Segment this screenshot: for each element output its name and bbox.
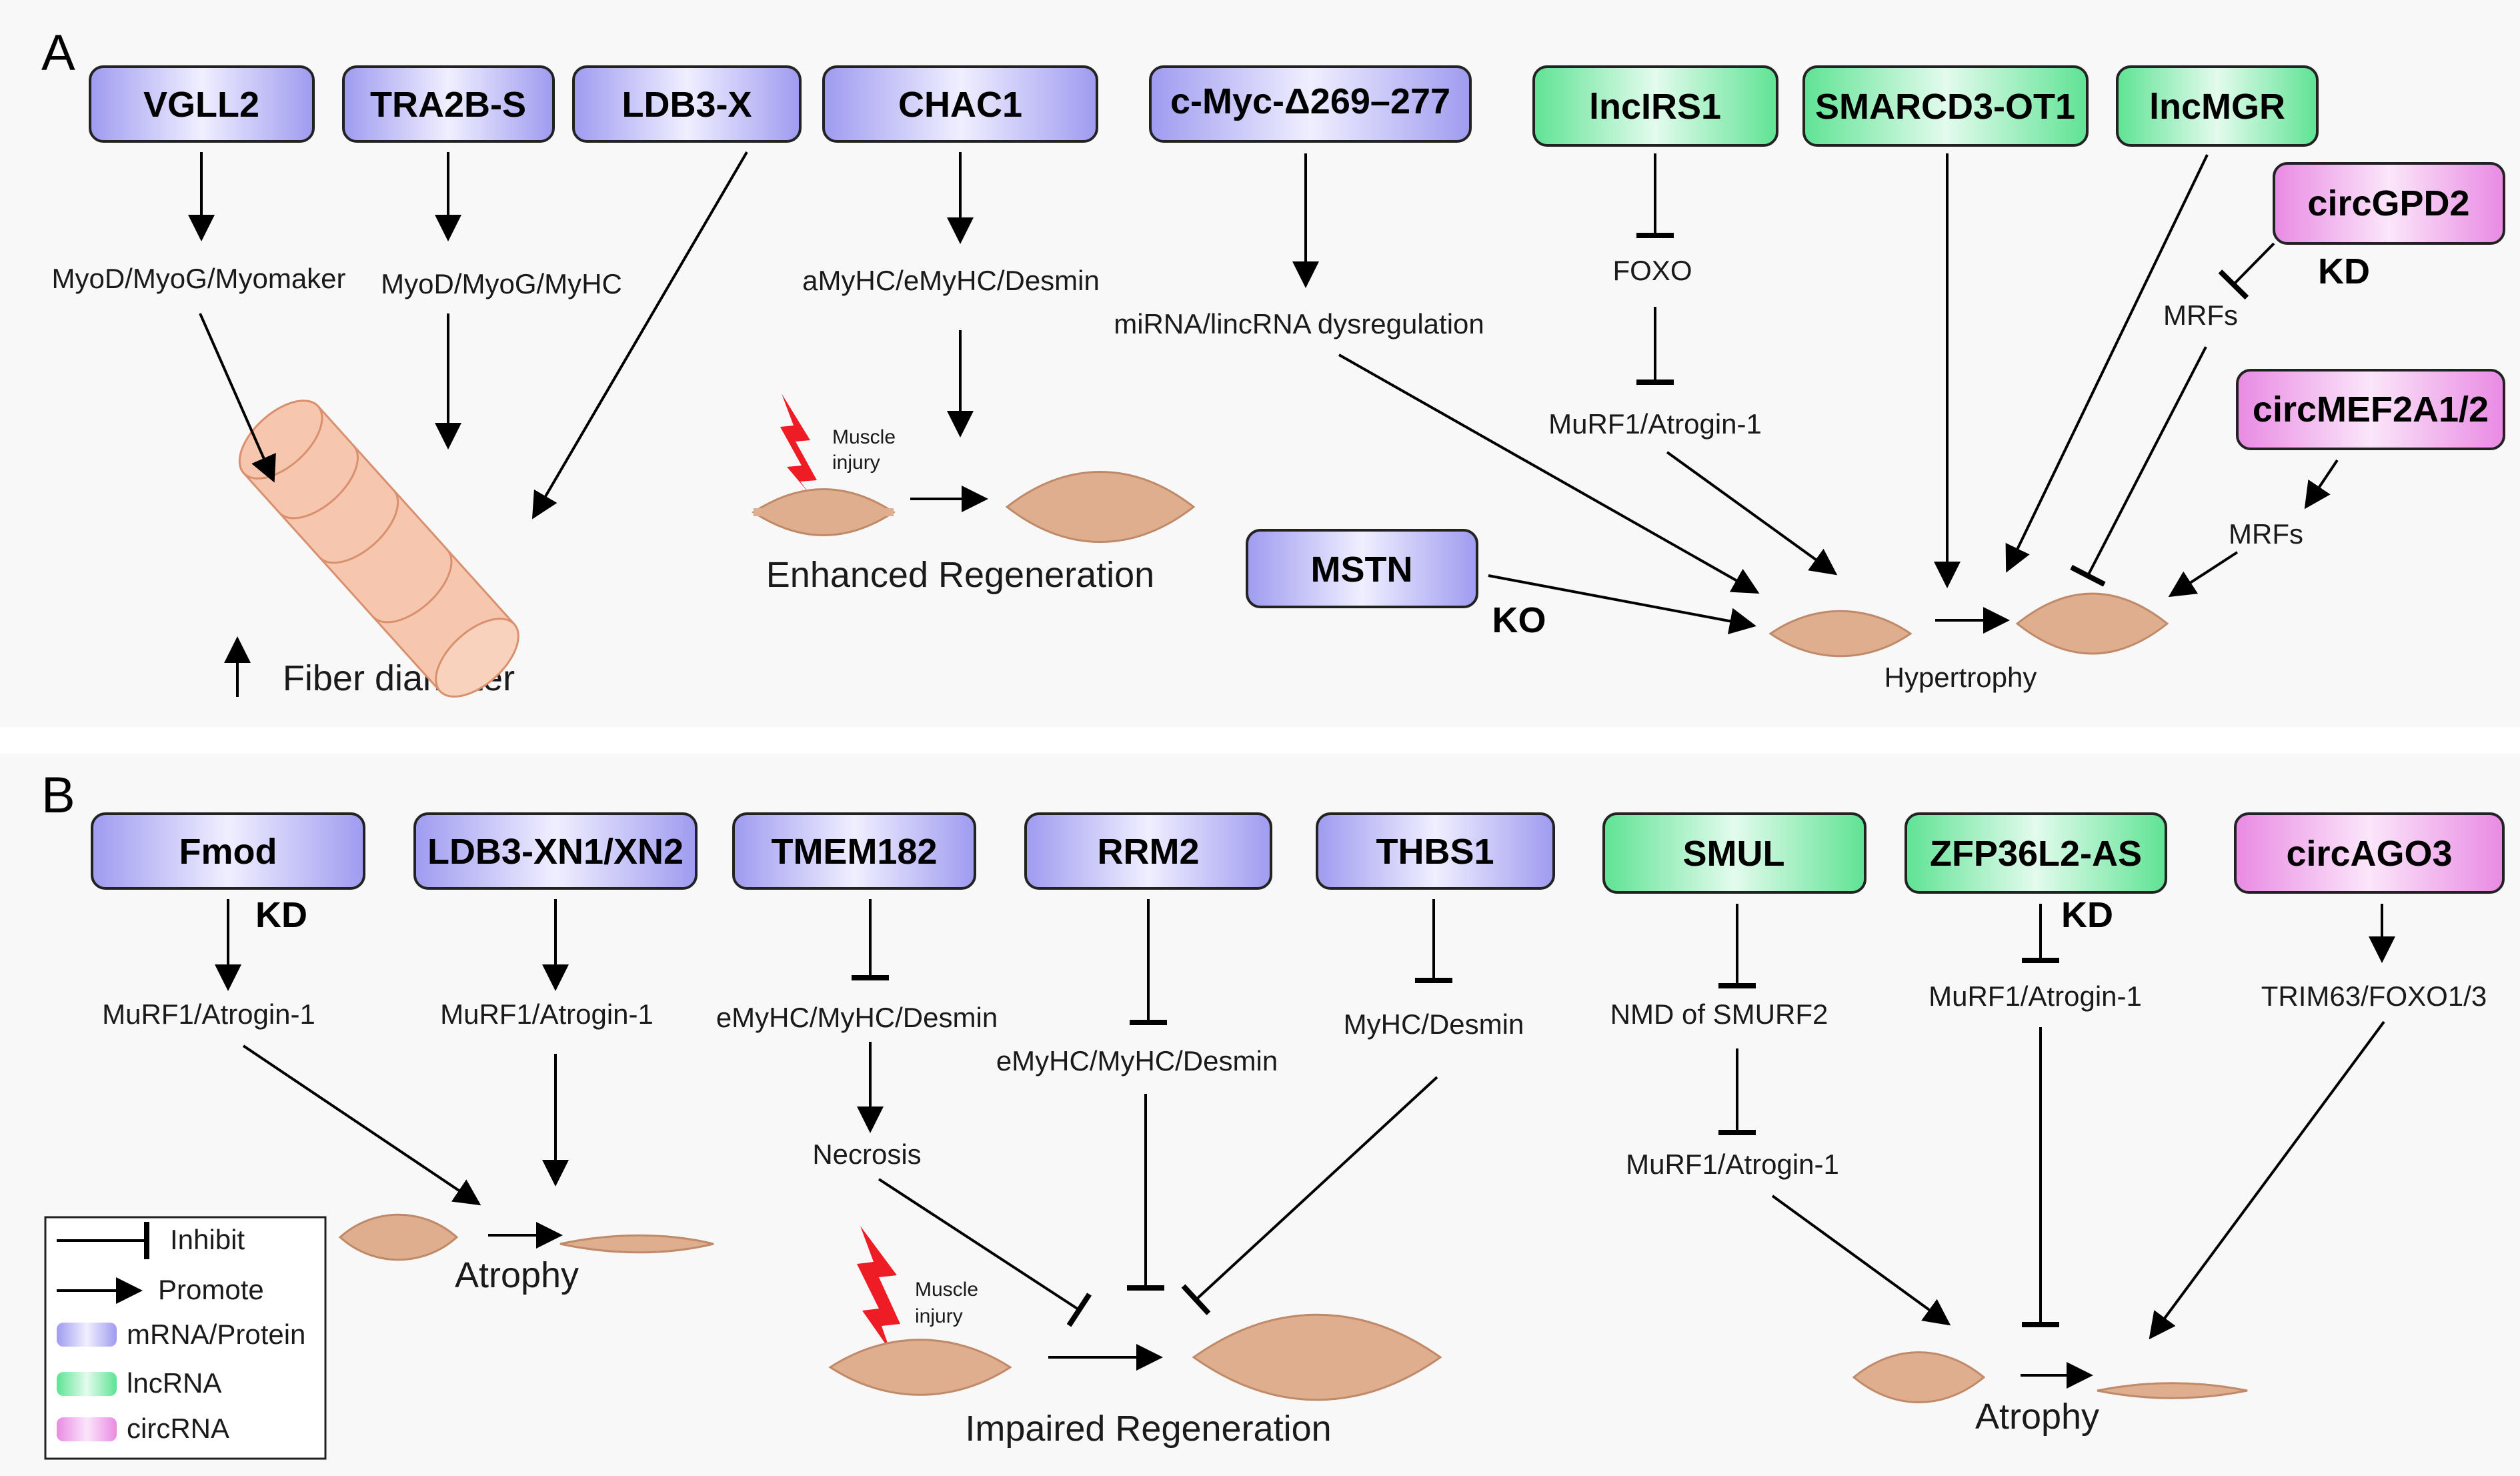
label-kd-fmod: KD: [255, 895, 307, 935]
label-nmd: NMD of SMURF2: [1610, 998, 1828, 1030]
node-tmem182: TMEM182: [732, 812, 976, 890]
label-emyhc-tmem: eMyHC/MyHC/Desmin: [716, 1002, 998, 1033]
svg-text:TMEM182: TMEM182: [771, 832, 937, 872]
label-mirna: miRNA/lincRNA dysregulation: [1114, 308, 1484, 339]
node-rrm2: RRM2: [1024, 812, 1272, 890]
node-circmef2a: circMEF2A1/2: [2236, 369, 2505, 450]
label-murf1-a: MuRF1/Atrogin-1: [1548, 408, 1762, 440]
node-smul: SMUL: [1602, 812, 1866, 894]
label-kd-circgpd2: KD: [2318, 251, 2370, 291]
svg-text:THBS1: THBS1: [1376, 832, 1494, 872]
svg-text:SMUL: SMUL: [1683, 834, 1785, 874]
label-murf1-smul: MuRF1/Atrogin-1: [1626, 1149, 1839, 1180]
legend-inhibit: Inhibit: [170, 1224, 245, 1255]
label-emyhc-rrm2: eMyHC/MyHC/Desmin: [996, 1045, 1278, 1076]
label-atrophy-left: Atrophy: [455, 1255, 579, 1295]
muscle-atrophied-b-left: [559, 1234, 714, 1254]
node-circgpd2: circGPD2: [2273, 162, 2505, 245]
muscle-normal-b-left: [338, 1213, 459, 1261]
svg-text:RRM2: RRM2: [1097, 832, 1199, 872]
svg-text:SMARCD3-OT1: SMARCD3-OT1: [1815, 87, 2075, 127]
panel-b-letter: B: [41, 767, 75, 824]
label-hypertrophy: Hypertrophy: [1884, 662, 2037, 693]
arrows-panel-a: [188, 151, 2339, 697]
svg-text:lncIRS1: lncIRS1: [1589, 87, 1721, 127]
label-myod-myhc: MyoD/MyoG/MyHC: [381, 268, 622, 299]
label-necrosis: Necrosis: [812, 1139, 921, 1170]
svg-text:LDB3-X: LDB3-X: [621, 85, 752, 125]
label-myhc-desmin: MyHC/Desmin: [1344, 1008, 1524, 1040]
svg-text:Fmod: Fmod: [179, 832, 277, 872]
node-chac1: CHAC1: [822, 65, 1098, 143]
muscle-hypertrophied: [2015, 592, 2169, 655]
svg-text:circGPD2: circGPD2: [2307, 183, 2469, 223]
node-ldb3-xn1-xn2: LDB3-XN1/XN2: [413, 812, 698, 890]
node-lncmgr: lncMGR: [2116, 65, 2319, 147]
label-mrfs-top: MRFs: [2163, 299, 2238, 331]
node-vgll2: VGLL2: [89, 65, 315, 143]
label-myod-myomaker: MyoD/MyoG/Myomaker: [51, 263, 345, 294]
label-muscle-injury-b: Muscle injury: [915, 1279, 984, 1327]
lightning-icon: [780, 394, 817, 497]
label-trim63: TRIM63/FOXO1/3: [2261, 980, 2487, 1012]
label-mrfs-bottom: MRFs: [2229, 518, 2303, 550]
label-amyhc: aMyHC/eMyHC/Desmin: [802, 265, 1100, 296]
svg-text:ZFP36L2-AS: ZFP36L2-AS: [1930, 834, 2142, 874]
svg-text:c-Myc-Δ269–277: c-Myc-Δ269–277: [1170, 81, 1450, 121]
muscle-injured-a: [752, 488, 896, 536]
label-kd-zfp: KD: [2061, 895, 2113, 935]
svg-text:circAGO3: circAGO3: [2286, 834, 2452, 874]
muscle-atrophied-b-right: [2097, 1382, 2248, 1399]
node-lncirs1: lncIRS1: [1532, 65, 1778, 147]
node-thbs1: THBS1: [1316, 812, 1555, 890]
svg-text:lncMGR: lncMGR: [2149, 87, 2285, 127]
muscle-normal-hyper: [1768, 610, 1913, 658]
muscle-normal-b-right: [1852, 1351, 1986, 1403]
node-ldb3-x: LDB3-X: [572, 65, 802, 143]
label-murf1-zfp: MuRF1/Atrogin-1: [1929, 980, 2142, 1012]
svg-text:CHAC1: CHAC1: [898, 85, 1022, 125]
label-muscle-injury-a: Muscle injury: [832, 426, 901, 474]
label-foxo: FOXO: [1612, 255, 1692, 286]
node-smarcd3-ot1: SMARCD3-OT1: [1802, 65, 2089, 147]
node-zfp36l2-as: ZFP36L2-AS: [1905, 812, 2167, 894]
node-fmod: Fmod: [91, 812, 365, 890]
svg-text:MSTN: MSTN: [1311, 550, 1413, 590]
svg-text:circMEF2A1/2: circMEF2A1/2: [2253, 390, 2489, 430]
legend-lncrna: lncRNA: [127, 1367, 221, 1399]
muscle-regenerating-b: [1192, 1313, 1442, 1401]
lightning-icon: [857, 1226, 900, 1351]
label-impaired-regeneration: Impaired Regeneration: [965, 1409, 1331, 1449]
svg-text:TRA2B-S: TRA2B-S: [370, 85, 526, 125]
node-tra2b-s: TRA2B-S: [342, 65, 555, 143]
label-ko-mstn: KO: [1492, 600, 1546, 640]
svg-text:LDB3-XN1/XN2: LDB3-XN1/XN2: [427, 832, 684, 872]
svg-text:VGLL2: VGLL2: [143, 85, 259, 125]
label-murf1-fmod: MuRF1/Atrogin-1: [102, 998, 315, 1030]
panel-a-letter: A: [41, 25, 75, 81]
legend-mrna-protein: mRNA/Protein: [127, 1319, 305, 1350]
legend-promote: Promote: [158, 1274, 264, 1305]
label-murf1-ldb3: MuRF1/Atrogin-1: [440, 998, 654, 1030]
legend: Inhibit Promote mRNA/Protein lncRNA circ…: [44, 1216, 327, 1460]
arrows-panel-b: [215, 899, 2395, 1389]
label-atrophy-right: Atrophy: [1975, 1397, 2099, 1437]
node-c-myc: c-Myc-Δ269–277: [1149, 65, 1472, 143]
muscle-regenerated-a: [1005, 471, 1196, 543]
muscle-injured-b: [828, 1339, 1012, 1396]
node-circago3: circAGO3: [2234, 812, 2505, 894]
node-mstn: MSTN: [1246, 529, 1478, 608]
label-enhanced-regeneration: Enhanced Regeneration: [766, 555, 1154, 595]
legend-circrna: circRNA: [127, 1413, 229, 1444]
